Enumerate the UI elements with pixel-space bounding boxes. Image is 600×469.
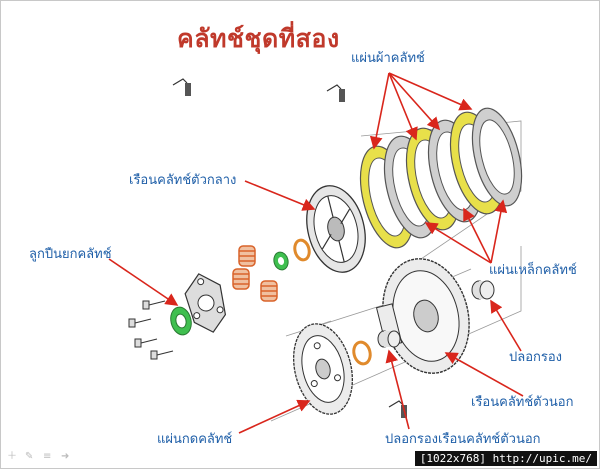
arrow-steel-3 (490, 199, 508, 264)
arrow-housing-bushing (385, 349, 410, 430)
spring (260, 280, 278, 302)
label-center-hub: เรือนคลัทช์ตัวกลาง (129, 173, 237, 188)
arrow-friction-4 (388, 72, 473, 111)
bushing (471, 280, 495, 300)
spring (238, 245, 256, 267)
release-bearing (170, 306, 192, 336)
arrow-bushing (490, 299, 522, 352)
callout-arrows (108, 72, 524, 434)
bolt (128, 300, 174, 360)
label-pressure-plate: แผ่นกดคลัทช์ (157, 432, 233, 447)
arrow-friction-2 (388, 72, 418, 141)
plate (471, 107, 523, 207)
center-clutch-hub (306, 185, 366, 273)
arrow-right-icon[interactable]: ➜ (61, 451, 70, 462)
arrow-bearing (108, 258, 179, 306)
label-outer-housing: เรือนคลัทช์ตัวนอก (471, 395, 574, 410)
outer-clutch-housing (375, 258, 470, 374)
pressure-plate (292, 323, 354, 415)
watermark: [1022x768] http://upic.me/ (414, 451, 597, 466)
arrow-friction-3 (388, 72, 441, 131)
outer-housing-bushing (377, 330, 401, 348)
zoom-in-icon[interactable]: ＋ (7, 451, 17, 462)
arrow-steel-2 (463, 207, 492, 264)
image-toolbar: ＋ ✎ ≡ ➜ (7, 452, 73, 462)
page-title: คลัทช์ชุดที่สอง (177, 24, 340, 53)
nut (273, 251, 289, 271)
tool-icon (326, 84, 345, 102)
label-steel-plates: แผ่นเหล็กคลัทช์ (489, 263, 577, 278)
pencil-icon[interactable]: ✎ (25, 451, 34, 462)
label-outer-housing-bushing: ปลอกรองเรือนคลัทช์ตัวนอก (385, 432, 541, 447)
washer (352, 340, 372, 366)
arrow-outer-housing (444, 352, 524, 397)
spring (232, 268, 250, 290)
lifter-plate (184, 273, 227, 333)
label-release-bearing: ลูกปืนยกคลัทช์ (29, 247, 112, 262)
arrow-pressure-plate (238, 399, 311, 434)
arrow-center-hub (244, 180, 316, 211)
label-friction-plates: แผ่นผ้าคลัทช์ (351, 51, 425, 66)
label-bushing: ปลอกรอง (509, 350, 563, 365)
arrow-friction-1 (369, 72, 390, 150)
tool-icon (172, 78, 191, 96)
arrow-steel-1 (424, 222, 492, 264)
clutch-plate-stack (359, 107, 523, 249)
menu-icon[interactable]: ≡ (43, 451, 52, 462)
washer (293, 238, 311, 262)
